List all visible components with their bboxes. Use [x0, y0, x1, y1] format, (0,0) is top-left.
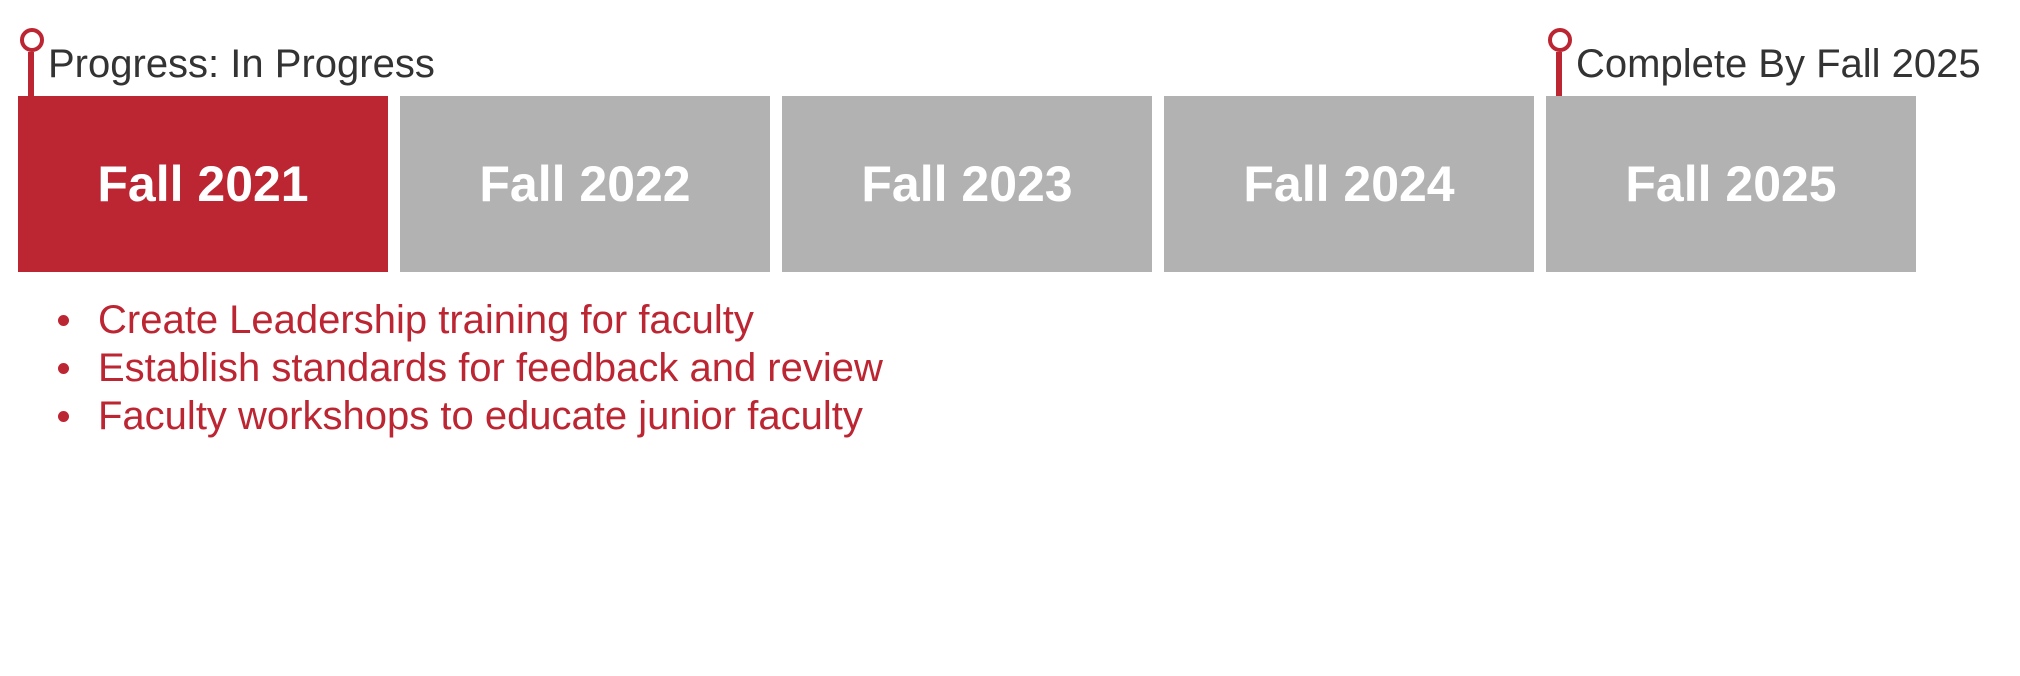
- timeline-period-fall-2025: Fall 2025: [1546, 96, 1916, 272]
- completion-label: Complete By Fall 2025: [1576, 42, 1981, 86]
- task-list: Create Leadership training for faculty E…: [58, 296, 883, 440]
- timeline-period-fall-2022: Fall 2022: [400, 96, 770, 272]
- progress-label: Progress: In Progress: [48, 42, 435, 86]
- task-item: Create Leadership training for faculty: [58, 296, 883, 344]
- pin-marker-icon: [18, 28, 46, 100]
- task-item: Faculty workshops to educate junior facu…: [58, 392, 883, 440]
- progress-marker: Progress: In Progress: [18, 28, 435, 100]
- pin-marker-icon: [1546, 28, 1574, 100]
- timeline-period-fall-2023: Fall 2023: [782, 96, 1152, 272]
- timeline-period-fall-2021: Fall 2021: [18, 96, 388, 272]
- completion-marker: Complete By Fall 2025: [1546, 28, 1981, 100]
- timeline-bar: Fall 2021 Fall 2022 Fall 2023 Fall 2024 …: [18, 96, 1916, 272]
- task-item: Establish standards for feedback and rev…: [58, 346, 883, 390]
- timeline-period-fall-2024: Fall 2024: [1164, 96, 1534, 272]
